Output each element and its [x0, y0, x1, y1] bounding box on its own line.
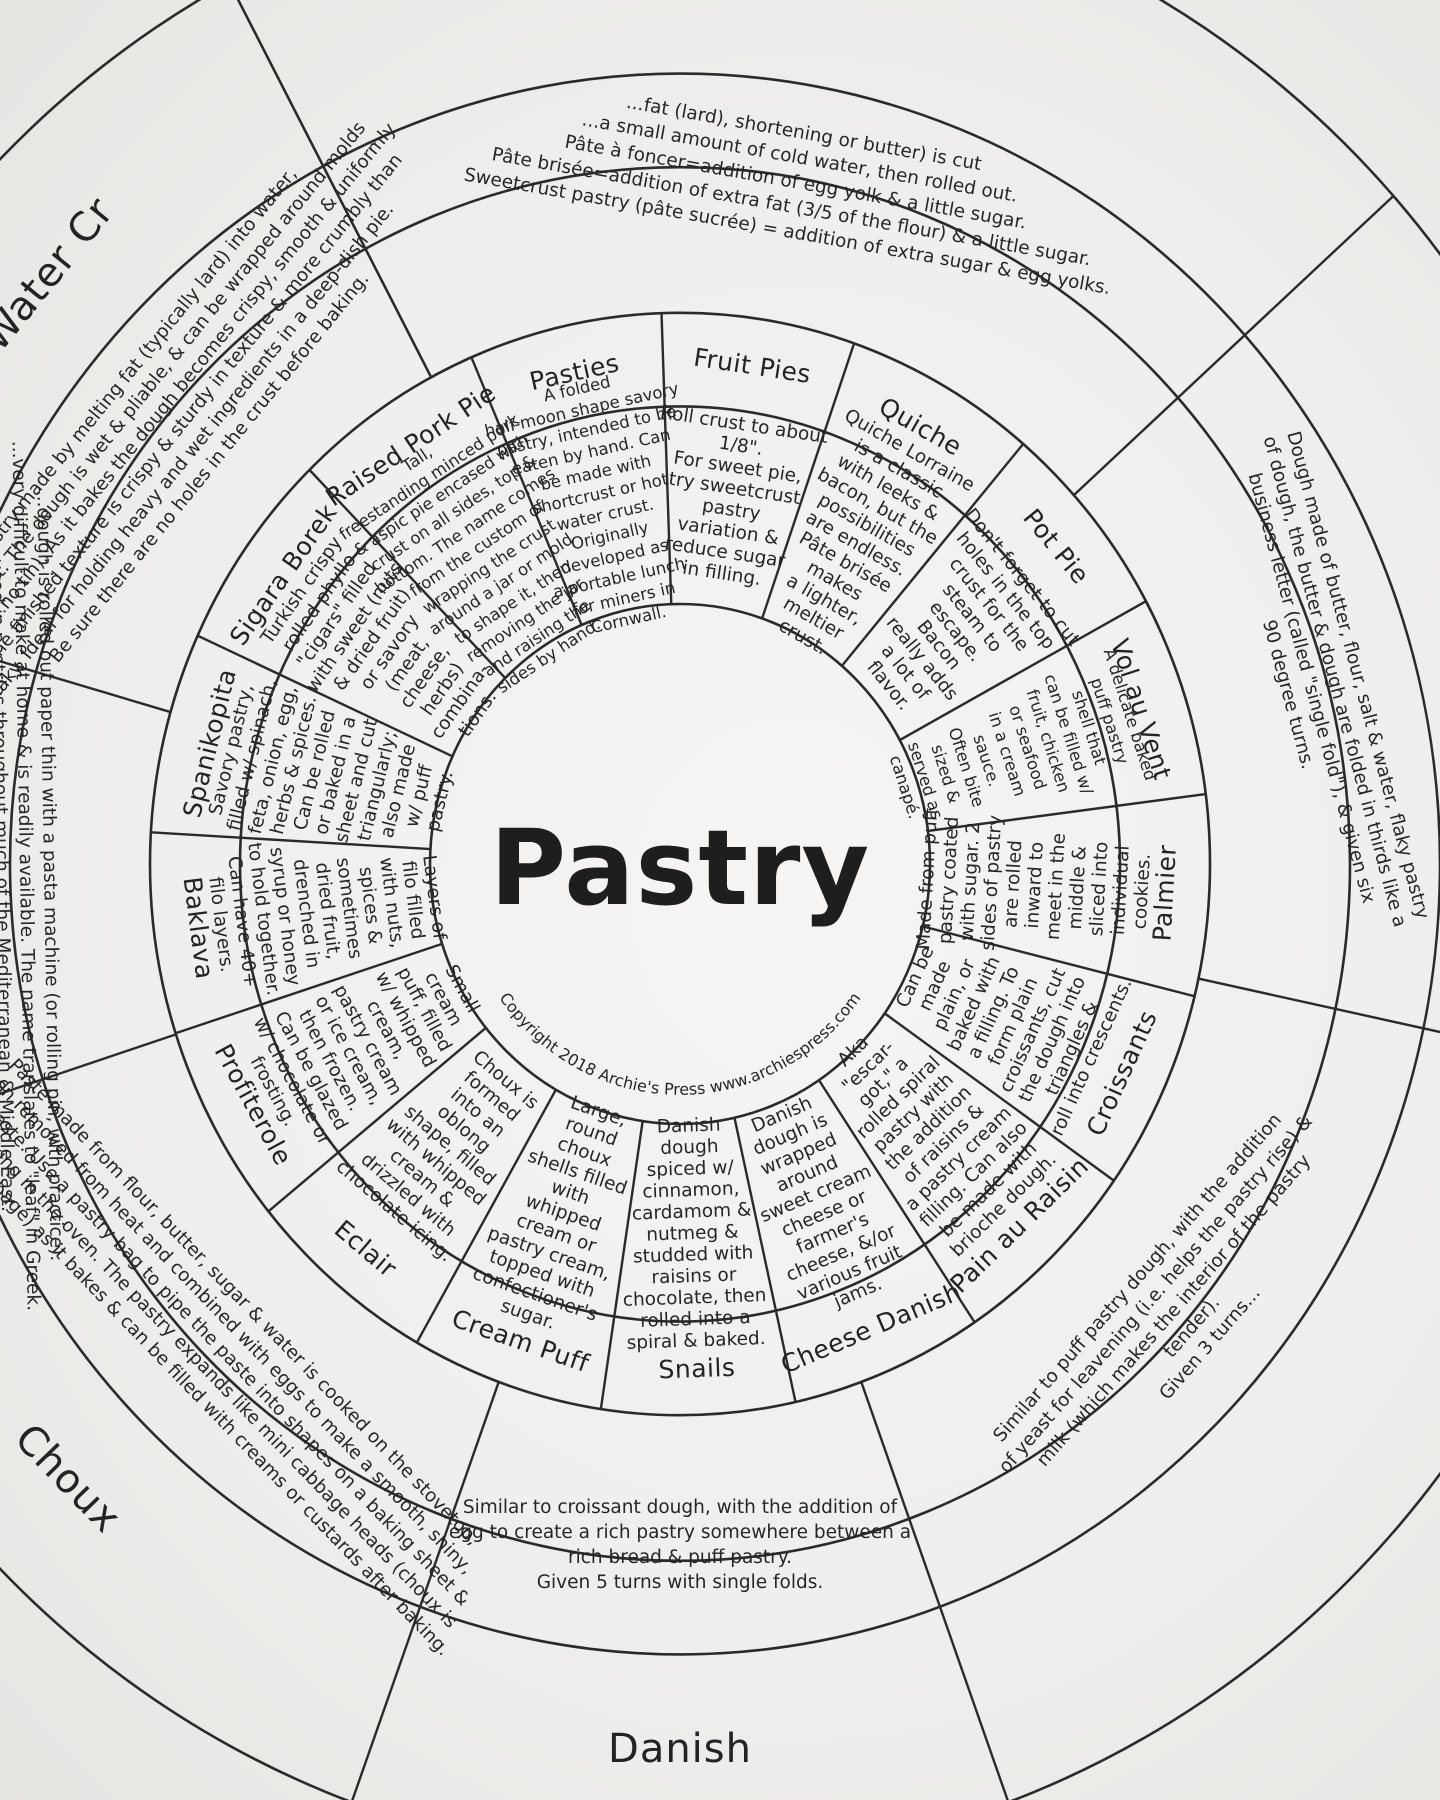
- ring-3: [148, 311, 1212, 1417]
- page-title: Pastry: [490, 807, 870, 929]
- outer-desc-line: egg to create a rich pastry somewhere be…: [449, 1522, 911, 1543]
- desc-line: spiced w/: [646, 1157, 735, 1181]
- desc-line: spiral & baked.: [626, 1328, 766, 1354]
- inner-divider: [840, 443, 1025, 667]
- desc-line: cardamom &: [632, 1199, 752, 1224]
- desc-line: studded with: [633, 1242, 754, 1267]
- desc-line: dough: [660, 1136, 719, 1159]
- segment-name-eclair: Eclair: [329, 1214, 403, 1283]
- outer-divider: [351, 1381, 500, 1800]
- desc-line: nutmeg &: [646, 1221, 739, 1245]
- ring-5: [0, 72, 1440, 1656]
- inner-divider: [660, 313, 673, 605]
- segment-name-fruit-pies: Fruit Pies: [692, 343, 813, 389]
- desc-line: are rolled: [1000, 840, 1026, 929]
- segment-name-palmier: Palmier: [1147, 844, 1182, 942]
- outer-desc-line: milk (which makes the interior of the pa…: [1033, 1151, 1315, 1471]
- inner-divider: [197, 634, 453, 758]
- inner-divider: [308, 469, 507, 679]
- inner-divider: [927, 792, 1206, 833]
- outer-divider: [860, 1381, 1009, 1800]
- outer-desc-line: Given 5 turns with single folds.: [537, 1572, 824, 1593]
- inner-divider: [733, 1117, 797, 1403]
- outer-desc-line: rich bread & puff pastry.: [568, 1547, 792, 1568]
- ring-1: [428, 602, 932, 1126]
- inner-divider: [817, 1079, 976, 1323]
- outer-name-danish: Danish: [608, 1726, 752, 1772]
- outer-divider: [236, 0, 433, 378]
- inner-divider: [470, 356, 583, 626]
- desc-line: chocolate, then: [622, 1285, 766, 1311]
- outer-divider: [1073, 195, 1395, 497]
- copyright-path: Copyright 2018 Archie's Press www.archie…: [496, 989, 865, 1099]
- outer-desc-puff-variations: Dough made of butter, flour, salt & wate…: [1244, 429, 1433, 929]
- outer-desc-shortcrust: ...fat (lard), shortening or butter) is …: [462, 92, 1112, 299]
- inner-divider: [760, 343, 856, 619]
- desc-line: cinnamon,: [642, 1178, 740, 1202]
- inner-divider: [267, 1026, 487, 1213]
- desc-line: cookies.: [1130, 853, 1155, 930]
- desc-line: middle &: [1065, 845, 1091, 930]
- outer-divider: [1198, 977, 1440, 1034]
- inner-divider: [599, 1120, 644, 1410]
- ring-2: [238, 405, 1122, 1323]
- desc-line: rolled into a: [640, 1307, 751, 1332]
- desc-line: Danish: [656, 1114, 721, 1137]
- desc-line: individual: [1108, 845, 1134, 936]
- segment-name-snails: Snails: [658, 1353, 736, 1385]
- outer-divider: [0, 659, 171, 714]
- inner-divider: [415, 1089, 557, 1344]
- inner-divider: [899, 600, 1147, 742]
- inner-divider: [922, 925, 1195, 998]
- copyright-text: Copyright 2018 Archie's Press www.archie…: [496, 989, 865, 1099]
- inner-divider: [175, 942, 443, 1035]
- outer-divider: [0, 1033, 177, 1096]
- desc-line: raisins or: [651, 1264, 737, 1288]
- inner-divider: [150, 831, 431, 851]
- outer-desc-danish: Similar to croissant dough, with the add…: [449, 1497, 911, 1593]
- desc-line: inward to: [1022, 841, 1048, 929]
- outer-desc-line: Similar to croissant dough, with the add…: [463, 1497, 898, 1518]
- outer-name-choux: Choux: [6, 1415, 131, 1542]
- inner-divider: [883, 1012, 1115, 1182]
- ring-4: [8, 165, 1352, 1563]
